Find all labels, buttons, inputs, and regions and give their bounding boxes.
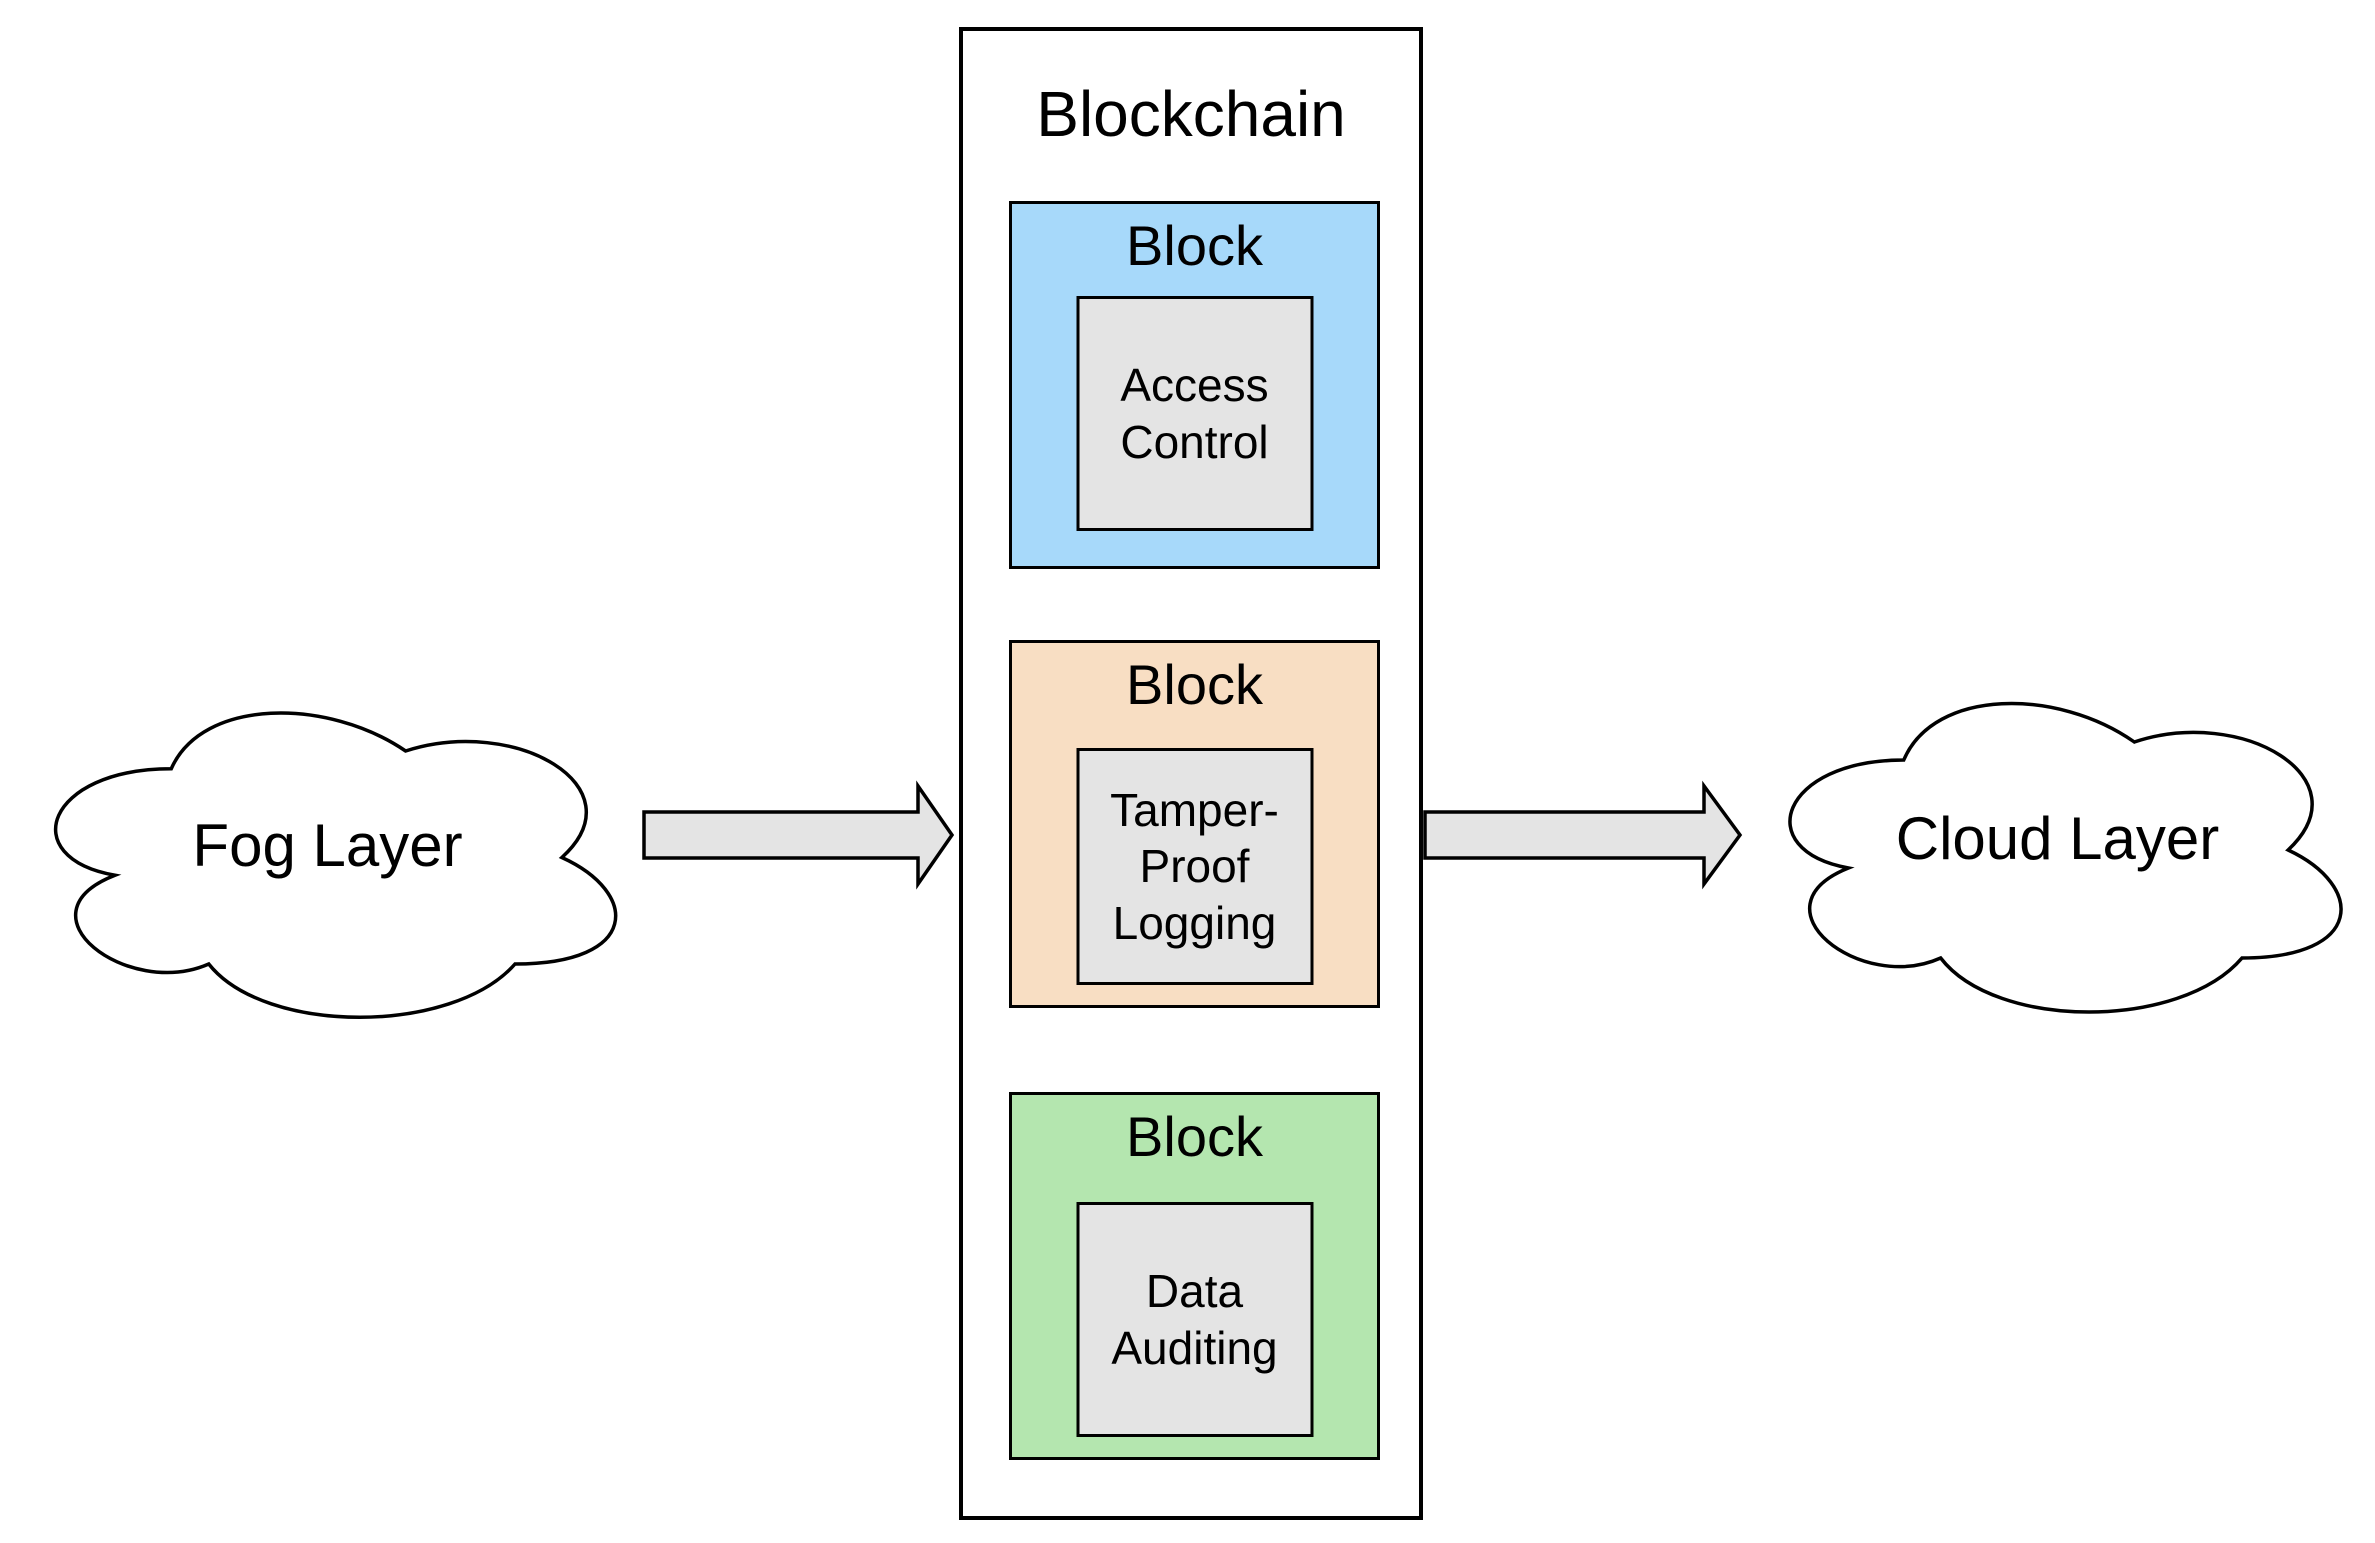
tamper-proof-logging-text: Tamper-Proof Logging bbox=[1110, 784, 1279, 949]
block-access-control-label: Block bbox=[1126, 214, 1263, 277]
arrow-fog-to-blockchain-shape bbox=[642, 780, 955, 890]
fog-layer-cloud: Fog Layer bbox=[15, 680, 640, 1035]
block-tamper-proof-logging: Block Tamper-Proof Logging bbox=[1009, 640, 1380, 1008]
arrow-fog-to-blockchain bbox=[642, 780, 955, 890]
arrow-right-icon bbox=[642, 780, 955, 890]
blockchain-title: Blockchain bbox=[1036, 78, 1346, 150]
access-control-text: Access Control bbox=[1120, 359, 1269, 468]
cloud-layer-cloud: Cloud Layer bbox=[1750, 670, 2365, 1030]
tamper-proof-logging-box: Tamper-Proof Logging bbox=[1076, 748, 1313, 985]
block-access-control: Block Access Control bbox=[1009, 201, 1380, 569]
arrow-blockchain-to-cloud-shape bbox=[1423, 780, 1743, 890]
access-control-box: Access Control bbox=[1076, 296, 1313, 531]
fog-cloud-svg bbox=[53, 711, 618, 1019]
block-data-auditing-label: Block bbox=[1126, 1105, 1263, 1168]
block-tamper-proof-logging-label: Block bbox=[1126, 653, 1263, 716]
blockchain-container: Blockchain Block Access Control Block Ta… bbox=[959, 27, 1423, 1520]
fog-cloud-shape bbox=[53, 711, 618, 1019]
cloud-layer-svg bbox=[1788, 701, 2343, 1014]
block-data-auditing: Block Data Auditing bbox=[1009, 1092, 1380, 1460]
arrow-right-icon bbox=[1423, 780, 1743, 890]
data-auditing-text: Data Auditing bbox=[1111, 1265, 1278, 1374]
arrow-blockchain-to-cloud bbox=[1423, 780, 1743, 890]
data-auditing-box: Data Auditing bbox=[1076, 1202, 1313, 1437]
cloud-layer-shape bbox=[1788, 701, 2343, 1014]
